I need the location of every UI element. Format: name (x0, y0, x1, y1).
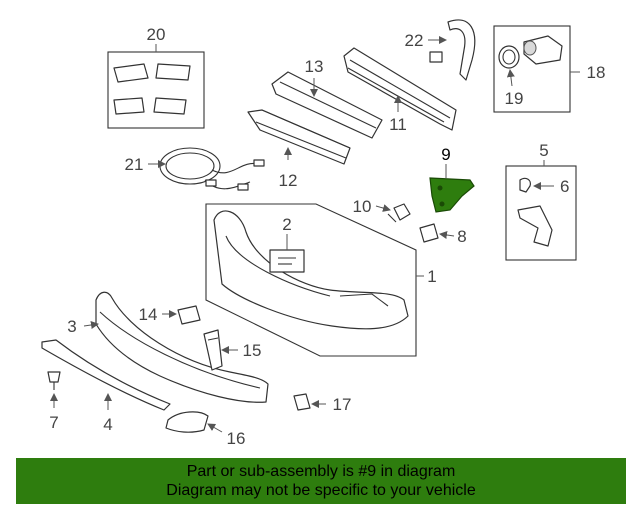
callout-10[interactable]: 10 (353, 197, 372, 216)
part-11-reinforcement-bar[interactable]: 11 (343, 47, 457, 134)
part-8-clip[interactable]: 8 (419, 223, 467, 246)
part-18-sensor-group[interactable]: 18 19 (493, 25, 606, 113)
part-2-label[interactable]: 2 (269, 215, 305, 273)
banner-line-1: Part or sub-assembly is #9 in diagram (186, 463, 456, 480)
callout-12[interactable]: 12 (279, 171, 298, 190)
banner-line-2: Diagram may not be specific to your vehi… (166, 482, 476, 499)
callout-15[interactable]: 15 (243, 341, 262, 360)
part-10-bolt[interactable]: 10 (353, 197, 411, 223)
callout-6[interactable]: 6 (560, 177, 569, 196)
disclaimer-banner: Part or sub-assembly is #9 in diagram Di… (16, 458, 626, 504)
callout-4[interactable]: 4 (103, 415, 112, 434)
part-21-wire-harness[interactable]: 21 (125, 147, 265, 191)
part-5-box (505, 165, 577, 261)
callout-3[interactable]: 3 (67, 317, 76, 336)
part-3-lower-cover[interactable]: 3 (67, 291, 269, 403)
part-22-bracket[interactable]: 22 (405, 19, 476, 81)
part-20-group[interactable]: 20 (107, 25, 205, 129)
callout-11[interactable]: 11 (389, 115, 407, 134)
part-9-bracket[interactable]: 9 (429, 145, 475, 213)
part-16-reflector[interactable]: 16 (165, 411, 246, 448)
part-9-highlight[interactable] (429, 177, 475, 213)
part-15-bracket[interactable]: 15 (203, 329, 262, 371)
part-1-bumper-cover[interactable]: 1 (205, 203, 437, 357)
part-20-box (107, 51, 205, 129)
callout-13[interactable]: 13 (305, 57, 324, 76)
callout-14[interactable]: 14 (139, 305, 158, 324)
part-7-fastener[interactable]: 7 (47, 371, 61, 432)
part-17-plug[interactable]: 17 (293, 393, 352, 414)
callout-2[interactable]: 2 (282, 215, 291, 234)
callout-21[interactable]: 21 (125, 155, 144, 174)
callout-8[interactable]: 8 (457, 227, 466, 246)
part-18-box (493, 25, 571, 113)
callout-9[interactable]: 9 (441, 145, 450, 164)
part-1-panel (205, 203, 417, 357)
callout-7[interactable]: 7 (49, 413, 58, 432)
part-13-absorber[interactable]: 13 (271, 57, 383, 139)
part-20-piece-d (153, 97, 187, 115)
part-20-piece-a (113, 63, 149, 83)
callout-18[interactable]: 18 (587, 63, 606, 82)
callout-16[interactable]: 16 (227, 429, 246, 448)
parts-diagram: 20 21 12 13 11 22 (41, 19, 606, 448)
part-5-group[interactable]: 5 6 (505, 141, 577, 261)
part-14-clip[interactable]: 14 (139, 305, 201, 325)
part-4-skid-strip[interactable]: 4 (41, 339, 171, 434)
part-12-absorber[interactable]: 12 (247, 109, 351, 190)
callout-22[interactable]: 22 (405, 31, 424, 50)
callout-1[interactable]: 1 (427, 267, 436, 286)
callout-19[interactable]: 19 (505, 89, 524, 108)
callout-17[interactable]: 17 (333, 395, 352, 414)
part-20-piece-b (155, 63, 191, 81)
part-20-piece-c (113, 97, 145, 115)
callout-5[interactable]: 5 (539, 141, 548, 160)
callout-20[interactable]: 20 (147, 25, 166, 44)
